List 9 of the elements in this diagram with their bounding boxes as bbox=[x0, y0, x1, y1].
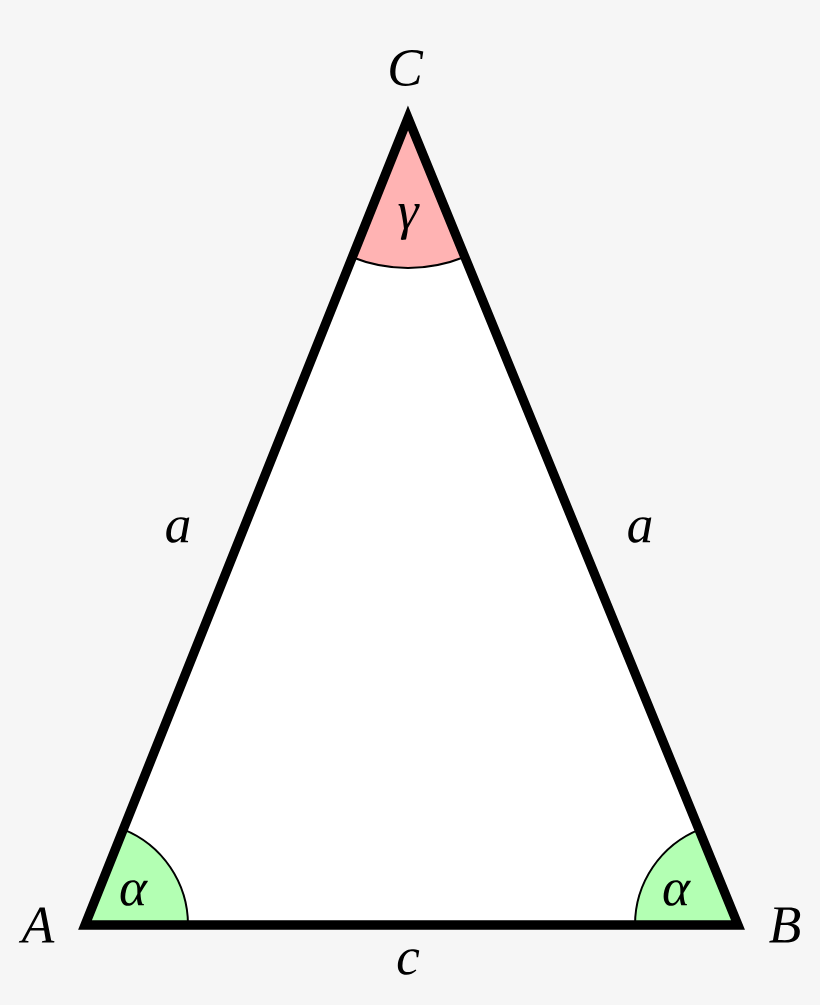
side-label: a bbox=[166, 517, 190, 543]
angle-label: γ bbox=[398, 204, 420, 240]
vertex-label: C bbox=[390, 50, 424, 86]
vertex-label: A bbox=[18, 907, 55, 943]
vertex-label: B bbox=[769, 907, 801, 943]
side-label: a bbox=[628, 517, 652, 543]
angle-label: α bbox=[663, 880, 691, 906]
angle-label: α bbox=[120, 880, 148, 906]
side-label: c bbox=[397, 949, 420, 975]
